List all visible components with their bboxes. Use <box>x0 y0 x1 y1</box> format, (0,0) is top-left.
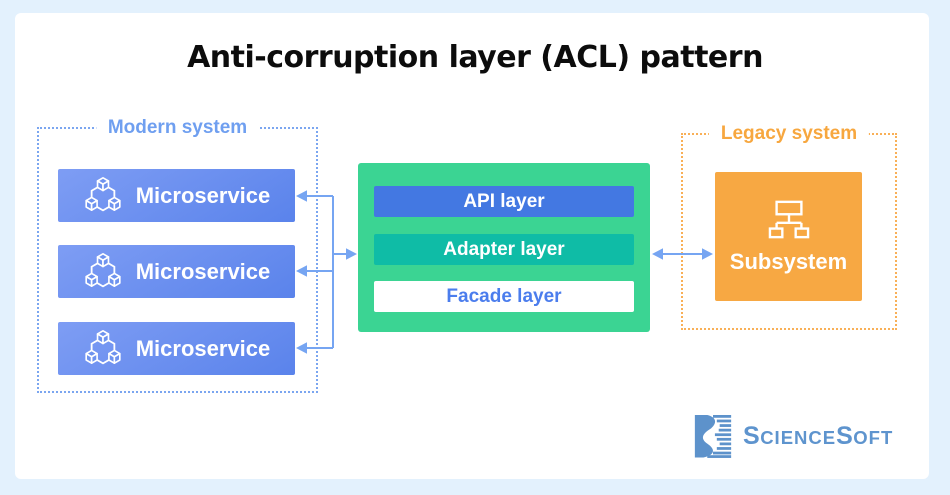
legacy-system-label: Legacy system <box>708 122 870 145</box>
subsystem-label: Subsystem <box>729 248 848 274</box>
microservices-hexagon-icon <box>85 176 121 211</box>
adapter-layer: Adapter layer <box>374 234 634 265</box>
microservice-label: Microservice <box>135 258 271 284</box>
sciencesoft-logo-icon <box>694 415 732 458</box>
sitemap-icon <box>768 200 809 238</box>
microservice-box-3: Microservice <box>58 322 295 375</box>
modern-system-group: Modern system <box>37 116 318 393</box>
microservices-hexagon-icon <box>85 252 121 287</box>
microservice-label: Microservice <box>135 182 271 208</box>
modern-system-label: Modern system <box>95 116 260 139</box>
acl-box: API layer Adapter layer Facade layer <box>358 163 650 332</box>
facade-layer: Facade layer <box>374 281 634 312</box>
logo-text-part: S <box>836 421 854 450</box>
logo-text-part: OFT <box>853 426 894 448</box>
subsystem-box: Subsystem <box>715 172 862 301</box>
microservice-box-1: Microservice <box>58 169 295 222</box>
logo-text-part: S <box>743 421 761 450</box>
microservices-hexagon-icon <box>85 329 121 364</box>
microservice-label: Microservice <box>135 335 271 361</box>
legacy-system-group: Legacy system <box>681 122 897 330</box>
logo-text-part: CIENCE <box>760 426 837 448</box>
microservice-box-2: Microservice <box>58 245 295 298</box>
page-title: Anti-corruption layer (ACL) pattern <box>187 40 763 75</box>
api-layer: API layer <box>374 186 634 217</box>
